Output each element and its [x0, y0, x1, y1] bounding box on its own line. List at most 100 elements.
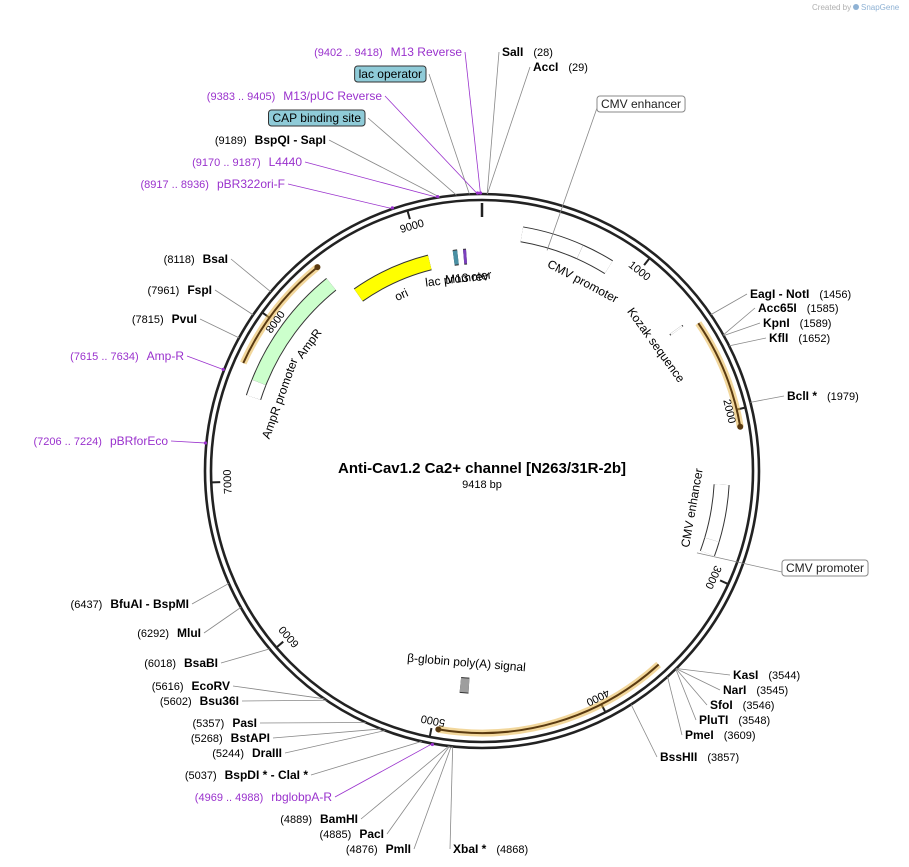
label-coord: (3857): [707, 752, 739, 764]
feature-cmv-enhancer-1: [520, 227, 583, 259]
tick-mark: [428, 727, 433, 737]
label-name: PluTI: [699, 713, 728, 727]
leader-line: [220, 648, 270, 664]
leader-line: [675, 668, 697, 721]
leader-line: [710, 293, 748, 316]
plasmid-title: Anti-Cav1.2 Ca2+ channel [N263/31R-2b]: [338, 460, 626, 477]
label-name: BamHI: [320, 812, 358, 826]
label-coord: (5037): [185, 770, 217, 782]
label-coord: (8118): [164, 254, 195, 266]
label-name: rbglobpA-R: [271, 790, 332, 804]
label-pmli: PmlI(4876): [346, 842, 411, 856]
primer-mark: [203, 441, 208, 445]
leader-line: [334, 743, 433, 798]
tick-label: 9000: [399, 218, 426, 236]
label-l4440: L4440(9170 .. 9187): [192, 155, 302, 169]
label-box: [354, 65, 427, 83]
side-label-box: [781, 559, 869, 577]
label-name: AccI: [533, 60, 558, 74]
label-name: BspQI - SapI: [255, 133, 326, 147]
label-sfoi: SfoI(3546): [710, 698, 774, 712]
label-name: MluI: [177, 626, 201, 640]
label-name: EagI - NotI: [750, 287, 809, 301]
tick-label: 5000: [420, 712, 446, 728]
feature-cav-insert-arrow: [737, 423, 744, 430]
label-mlui: MluI (6292): [137, 626, 201, 640]
label-name: BssHII: [660, 750, 697, 764]
label-ecorv: EcoRV(5616): [152, 679, 230, 693]
leader-line: [723, 307, 756, 336]
label-name: KflI: [769, 331, 788, 345]
label-coord: (4885): [320, 829, 352, 841]
leader-line: [367, 117, 457, 196]
feature-label-ampr: AmpR: [293, 326, 324, 361]
label-fspi: FspI(7961): [148, 283, 212, 297]
label-box: [268, 109, 366, 127]
label-name: pBR322ori-F: [217, 177, 285, 191]
label-draiii: DraIII(5244): [212, 746, 282, 760]
label-bsai: BsaI(8118): [164, 252, 228, 266]
label-name: BspDI * - ClaI *: [225, 768, 309, 782]
label-text: lac operator: [359, 67, 422, 81]
leader-line: [241, 699, 327, 702]
feature-beta-globin-polya: [459, 677, 470, 693]
label-coord: (1652): [798, 333, 830, 345]
label-coord: (3548): [738, 715, 770, 727]
leader-line: [360, 745, 450, 820]
leader-line: [186, 355, 225, 371]
label-name: pBRforEco: [110, 434, 168, 448]
leader-line: [696, 552, 783, 573]
label-name: PacI: [359, 827, 384, 841]
leader-line: [232, 685, 325, 700]
label-coord: (1589): [800, 318, 832, 330]
label-name: PvuI: [172, 312, 197, 326]
label-name: Acc65I: [758, 301, 797, 315]
feature-label-beta-globin-polya: β-globin poly(A) signal: [407, 651, 527, 675]
label-bsabi: BsaBI(6018): [144, 656, 218, 670]
leader-line: [310, 741, 422, 776]
leader-line: [546, 107, 598, 251]
label-xbai: XbaI *(4868): [453, 842, 528, 856]
side-label-cmv-promoter: CMV promoter: [781, 559, 869, 577]
label-coord: (1979): [827, 391, 859, 403]
label-name: Amp-R: [147, 349, 185, 363]
tick-label: 1000: [626, 259, 653, 284]
feature-label-cmv-enhancer-2: CMV enhancer: [678, 467, 706, 548]
label-coord: (4889): [280, 814, 312, 826]
leader-lines-layer: [170, 51, 785, 850]
label-name: XbaI *: [453, 842, 487, 856]
label-bstapi: BstAPI(5268): [191, 731, 270, 745]
credit-brand: SnapGene: [861, 3, 900, 12]
label-m13-puc-reverse: M13/pUC Reverse(9383 .. 9405): [207, 89, 383, 103]
feature-label-m13-rev: M13 rev: [445, 269, 489, 286]
label-bcli: BclI *(1979): [787, 389, 859, 403]
label-name: KasI: [733, 668, 758, 682]
leader-line: [287, 183, 393, 210]
label-coord: (29): [568, 62, 588, 74]
label-coord: (6018): [144, 658, 176, 670]
label-coord: (1456): [819, 289, 851, 301]
tick-label: 6000: [277, 623, 302, 649]
feature-ampr-promoter: [246, 379, 266, 400]
leader-line: [486, 66, 531, 195]
label-name: M13 Reverse: [391, 45, 463, 59]
feature-label-kozak: Kozak sequence: [624, 305, 688, 385]
feature-ori: [354, 255, 432, 301]
primer-mark: [478, 191, 483, 195]
feature-igg-insert: [438, 663, 660, 734]
feature-amp-insert: [242, 266, 319, 364]
leader-line: [304, 161, 438, 198]
label-kfli: KflI (1652): [769, 331, 830, 345]
label-name: EcoRV: [192, 679, 230, 693]
leader-line: [191, 583, 230, 605]
label-name: PmlI: [386, 842, 411, 856]
label-pluti: PluTI (3548): [699, 713, 770, 727]
label-amp-r: Amp-R(7615 .. 7634): [70, 349, 184, 363]
primer-mark: [475, 191, 480, 195]
label-coord: (3609): [724, 730, 756, 742]
tick-label: 3000: [702, 563, 723, 590]
label-coord: (6292): [137, 628, 169, 640]
label-coord: (9383 .. 9405): [207, 91, 276, 103]
